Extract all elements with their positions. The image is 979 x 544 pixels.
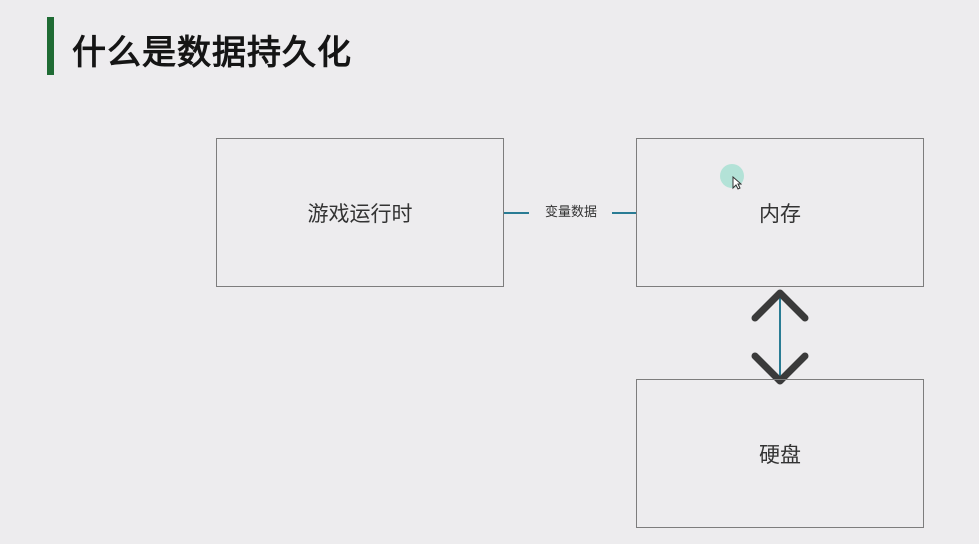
- page-title: 什么是数据持久化: [72, 33, 352, 73]
- chevron-down-icon: [751, 352, 809, 385]
- node-memory-label: 内存: [759, 201, 801, 226]
- node-disk: 硬盘: [636, 379, 924, 528]
- node-game-runtime: 游戏运行时: [216, 138, 504, 287]
- edge-label-variable-data: 变量数据: [544, 205, 597, 220]
- node-memory: 内存: [636, 138, 924, 287]
- node-game-runtime-label: 游戏运行时: [307, 201, 413, 226]
- cursor-arrow-icon: [732, 176, 742, 190]
- title-accent-bar: [47, 17, 54, 75]
- chevron-up-icon: [751, 289, 809, 322]
- node-disk-label: 硬盘: [759, 442, 801, 467]
